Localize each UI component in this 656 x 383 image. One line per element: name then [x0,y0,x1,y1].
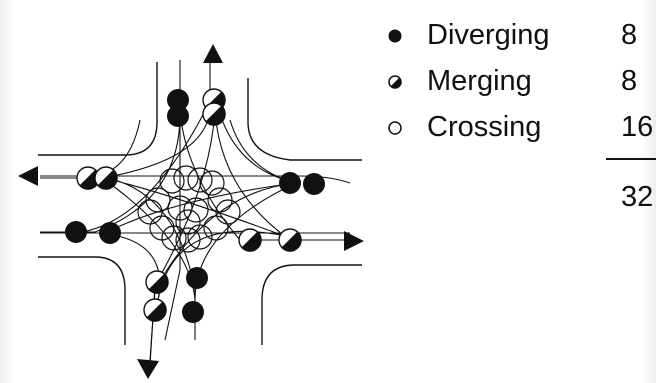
road-curbs [38,62,362,345]
total-divider [606,158,656,160]
legend-row-merging: Merging 8 [385,64,656,110]
crossing-point [167,195,193,221]
diverging-point [167,105,189,127]
arrow-north-icon [203,44,223,63]
legend-label: Merging [427,65,532,97]
crossing-point [203,215,229,241]
diverging-point [279,172,301,194]
crossing-point [145,187,171,213]
crossing-point [173,165,199,191]
diverging-points [65,89,325,323]
curb-southwest [38,256,126,345]
crossing-point [175,209,201,235]
crossing-point [159,168,185,194]
curb-northwest [38,62,158,156]
curb-northeast [247,78,362,161]
arrow-south-icon [137,359,159,379]
crossing-point [161,225,187,251]
merging-point [238,228,262,252]
diverging-point [182,301,204,323]
curb-southeast [261,264,362,345]
filled-circle-icon [388,29,402,43]
open-circle-icon [388,121,402,135]
merging-point [145,270,169,294]
merging-points [76,88,302,322]
diverging-point [99,222,121,244]
diverging-point [303,173,325,195]
arrow-west-icon [18,166,38,186]
legend-label: Diverging [427,19,550,51]
merging-point [94,166,118,190]
legend-label: Crossing [427,111,542,143]
merging-point [76,166,100,190]
crossing-point [199,170,225,196]
diverging-point [186,267,208,289]
crossing-point [187,167,213,193]
crossing-point [175,227,201,253]
legend-count: 8 [621,65,638,97]
half-filled-circle-icon [388,75,402,89]
intersection-conflict-diagram [18,44,364,379]
conflict-legend: Diverging 8 Merging 8 Crossing 16 32 [385,18,656,213]
merging-point [143,298,167,322]
merging-point [202,102,226,126]
crossing-point [137,199,163,225]
total-count: 32 [621,181,654,213]
legend-row-diverging: Diverging 8 [385,18,656,64]
crossing-point [183,197,209,223]
flow-arrows [18,44,364,379]
legend-count: 16 [621,111,654,143]
merging-point [278,228,302,252]
legend-row-crossing: Crossing 16 [385,110,656,156]
legend-count: 8 [621,19,638,51]
crossing-point [207,187,233,213]
arrow-east-icon [344,231,364,251]
crossing-point [215,199,241,225]
diverging-point [167,89,189,111]
crossing-points [137,165,241,253]
diverging-point [65,221,87,243]
